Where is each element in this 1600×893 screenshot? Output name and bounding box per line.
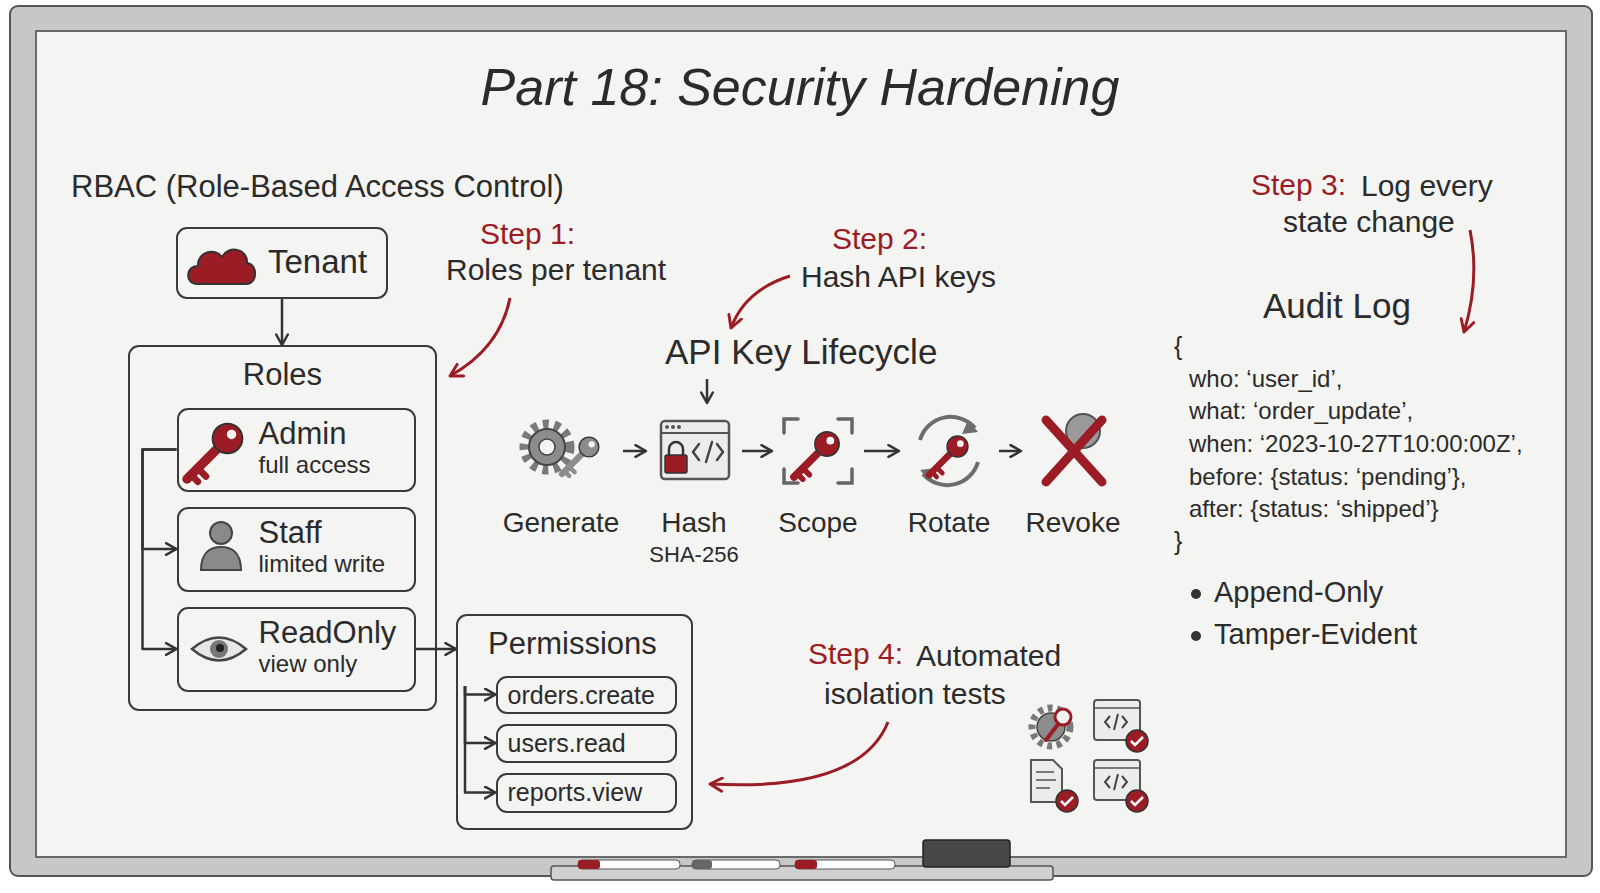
section-heading: RBAC (Role-Based Access Control) xyxy=(71,169,564,205)
leader-arrow xyxy=(450,298,510,376)
rotate-icon xyxy=(920,417,978,485)
gear-key-icon xyxy=(524,424,599,476)
step-note: Roles per tenant xyxy=(446,253,666,288)
node-sublabel: full access xyxy=(259,451,414,479)
node-label: Revoke xyxy=(1021,507,1125,539)
step-number: Step 3: xyxy=(1251,168,1346,203)
step-number: Step 4: xyxy=(808,637,903,672)
code-line: { xyxy=(1174,332,1182,361)
node-label: Hash xyxy=(646,507,742,539)
diagram-title: Part 18: Security Hardening xyxy=(0,58,1600,118)
scope-icon xyxy=(784,419,852,483)
leader-arrow xyxy=(731,276,790,328)
leader-arrow xyxy=(1464,230,1474,332)
connector-arrow xyxy=(143,450,177,650)
leader-arrow xyxy=(710,722,888,785)
permission-box: users.read xyxy=(496,724,677,763)
node-label: Generate xyxy=(499,507,623,539)
connector-arrow xyxy=(465,686,496,695)
permissions-group: Permissions orders.create users.read report… xyxy=(456,614,693,830)
node-sublabel: view only xyxy=(259,650,414,678)
connector-arrow xyxy=(465,686,496,743)
step-number: Step 1: xyxy=(480,217,575,252)
cloud-icon xyxy=(188,250,255,284)
role-box: Stafflimited write xyxy=(177,507,416,592)
step-number: Step 2: xyxy=(832,222,927,257)
step-note: Hash API keys xyxy=(801,260,996,295)
node-label: Rotate xyxy=(899,507,999,539)
roles-group: RolesAdminfull accessStafflimited writeR… xyxy=(128,345,437,711)
bullet-item: Append-Only xyxy=(1214,576,1383,609)
node-label: Scope xyxy=(772,507,864,539)
connector-arrow xyxy=(281,299,284,345)
key-icon xyxy=(187,424,242,482)
board-surface xyxy=(36,31,1566,857)
connector-arrow xyxy=(864,450,899,453)
node-sublabel: SHA-256 xyxy=(646,542,742,567)
connector-arrow xyxy=(623,450,646,453)
node-label: orders.create xyxy=(508,681,675,710)
lifecycle-step: Rotate xyxy=(899,405,999,565)
node-label: users.read xyxy=(508,729,675,758)
section-heading: API Key Lifecycle xyxy=(665,332,937,372)
lifecycle-step: Generate xyxy=(499,405,623,565)
node-label: Admin xyxy=(259,416,414,452)
node-label: ReadOnly xyxy=(259,615,414,651)
node-label: Tenant xyxy=(268,243,386,281)
connector-arrow xyxy=(416,648,457,651)
revoke-icon xyxy=(1046,414,1102,482)
bullet-item: Tamper-Evident xyxy=(1214,618,1417,651)
role-box: ReadOnlyview only xyxy=(177,607,416,692)
code-line: before: {status: ‘pending’}, xyxy=(1189,463,1467,491)
code-line: } xyxy=(1174,527,1182,556)
board-frame xyxy=(10,6,1592,876)
node-sublabel: limited write xyxy=(259,550,414,578)
code-line: what: ‘order_update’, xyxy=(1189,397,1413,425)
node-label: Roles xyxy=(130,357,435,393)
lifecycle-step: HashSHA-256 xyxy=(646,405,742,565)
connector-arrow xyxy=(143,450,177,550)
connector-arrow xyxy=(999,450,1021,453)
step-note: Log every state change xyxy=(1283,168,1518,240)
node-label: Staff xyxy=(259,515,414,551)
node-label: Permissions xyxy=(488,626,691,662)
eye-icon xyxy=(192,638,246,661)
lifecycle-step: Scope xyxy=(772,405,864,565)
step-note: Automated isolation tests xyxy=(824,637,1074,713)
code-line: after: {status: ‘shipped’} xyxy=(1189,495,1439,523)
hash-icon xyxy=(661,421,729,479)
permission-box: orders.create xyxy=(496,676,677,714)
tenant-box: Tenant xyxy=(176,227,388,299)
code-line: when: ‘2023-10-27T10:00:00Z’, xyxy=(1189,430,1523,458)
connector-arrow xyxy=(465,686,496,793)
person-icon xyxy=(201,522,241,570)
bullet xyxy=(1191,631,1201,641)
test-icons xyxy=(1031,700,1148,812)
marker-tray xyxy=(551,840,1053,880)
leader-arrow xyxy=(706,379,709,403)
role-box: Adminfull access xyxy=(177,408,416,492)
lifecycle-step: Revoke xyxy=(1021,405,1125,565)
bullet xyxy=(1191,589,1201,599)
section-heading: Audit Log xyxy=(1263,286,1411,326)
node-label: reports.view xyxy=(508,778,675,807)
code-line: who: ‘user_id’, xyxy=(1189,365,1342,393)
connector-arrow xyxy=(742,450,772,453)
permission-box: reports.view xyxy=(496,773,677,813)
